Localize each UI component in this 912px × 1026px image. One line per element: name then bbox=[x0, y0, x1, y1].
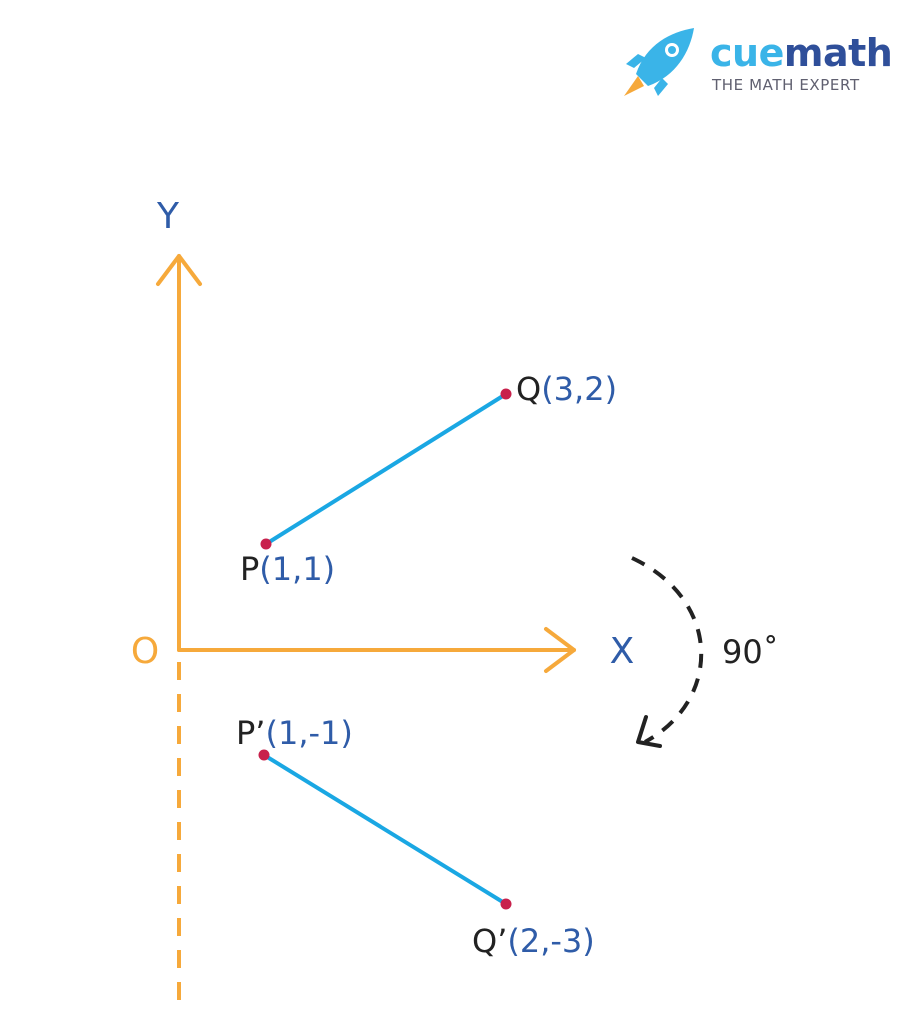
origin-label: O bbox=[131, 631, 159, 672]
rotation-arrowhead bbox=[636, 715, 662, 748]
brand-tagline: THE MATH EXPERT bbox=[712, 76, 860, 94]
y-axis-arrowhead bbox=[156, 254, 202, 286]
point-p-prime bbox=[258, 749, 270, 761]
point-p bbox=[260, 538, 272, 550]
label-q-name: Q bbox=[516, 370, 541, 408]
point-q bbox=[500, 388, 512, 400]
x-axis-arrowhead bbox=[544, 627, 576, 673]
label-p: P(1,1) bbox=[240, 550, 335, 588]
rotation-arc bbox=[631, 556, 704, 744]
label-p-name: P bbox=[240, 550, 259, 588]
label-p-prime-coords: (1,-1) bbox=[265, 714, 352, 752]
brand-name-part1: cue bbox=[710, 31, 784, 75]
label-q-prime: Q’(2,-3) bbox=[472, 922, 595, 960]
label-q-coords: (3,2) bbox=[541, 370, 617, 408]
brand-logo-block: cuemath THE MATH EXPERT bbox=[616, 24, 893, 104]
segment-pq bbox=[264, 392, 508, 546]
brand-name-part2: math bbox=[783, 31, 893, 75]
rotation-angle-label: 90˚ bbox=[722, 633, 779, 671]
rocket-icon bbox=[624, 28, 694, 96]
segment-pq-prime bbox=[262, 753, 508, 906]
y-axis-label: Y bbox=[156, 196, 180, 237]
label-q-prime-coords: (2,-3) bbox=[507, 922, 594, 960]
label-q-prime-name: Q’ bbox=[472, 922, 507, 960]
label-p-prime: P’(1,-1) bbox=[236, 714, 353, 752]
label-q: Q(3,2) bbox=[516, 370, 617, 408]
label-p-prime-name: P’ bbox=[236, 714, 265, 752]
point-q-prime bbox=[500, 898, 512, 910]
x-axis-label: X bbox=[610, 631, 635, 672]
label-p-coords: (1,1) bbox=[259, 550, 335, 588]
brand-name: cuemath bbox=[710, 30, 893, 76]
